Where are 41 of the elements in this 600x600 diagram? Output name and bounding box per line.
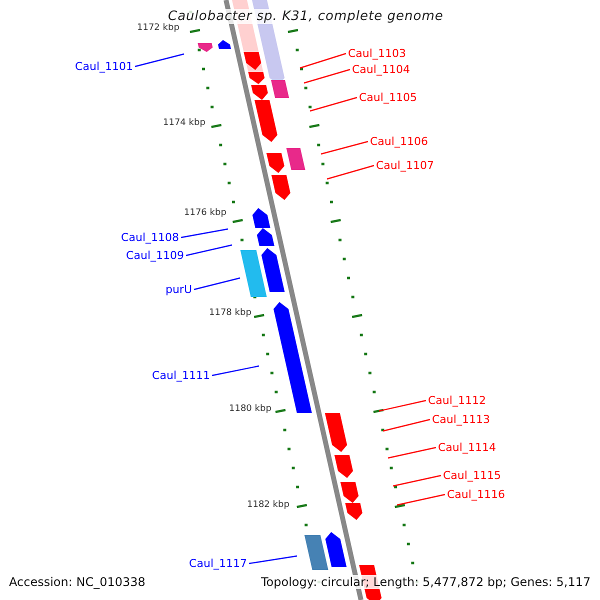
gene-label: purU [165, 283, 192, 296]
leader-line [310, 96, 358, 112]
leader-line [388, 446, 436, 459]
gene-label: Caul_1109 [126, 249, 184, 262]
scale-label: 1176 kbp [184, 208, 226, 219]
leader-line [382, 418, 430, 432]
scale-label: 1180 kbp [229, 404, 272, 415]
gene-label: Caul_1111 [152, 369, 210, 382]
leader-line [320, 140, 368, 155]
leader-line [212, 365, 260, 376]
gene-label: Caul_1116 [447, 488, 505, 501]
leader-line [194, 277, 240, 290]
genome-summary-text: Topology: circular; Length: 5,477,872 bp; Genes: 5,117 [260, 575, 592, 589]
genome-title: Caulobacter sp. K31, complete genome [166, 9, 446, 24]
accession-text: Accession: NC_010338 [8, 575, 146, 589]
scale-label: 1178 kbp [209, 308, 252, 319]
gene-label: Caul_1112 [428, 394, 486, 407]
leader-line [134, 53, 184, 68]
leader-line [392, 474, 442, 487]
scale-label: 1174 kbp [163, 118, 206, 129]
gene-label: Caul_1117 [189, 557, 247, 570]
gene-label: Caul_1105 [359, 91, 417, 104]
gene-label: Caul_1101 [75, 60, 133, 73]
scale-label: 1172 kbp [137, 23, 180, 34]
leader-line [180, 228, 228, 238]
leader-line [248, 555, 298, 564]
gene-label: Caul_1104 [352, 63, 410, 76]
scale-label: 1182 kbp [247, 500, 290, 511]
gene-label: Caul_1106 [370, 135, 428, 148]
leader-line [300, 52, 346, 69]
gene-label: Caul_1107 [376, 159, 434, 172]
gene-label: Caul_1108 [121, 231, 179, 244]
leader-line [326, 164, 374, 180]
leader-line [186, 244, 232, 256]
gene-label: Caul_1115 [443, 469, 501, 482]
leader-line [396, 494, 446, 506]
gene-label: Caul_1114 [438, 441, 496, 454]
leader-line [378, 400, 426, 412]
leader-line [304, 68, 350, 84]
gene-label: Caul_1103 [348, 47, 406, 60]
gene-label: Caul_1113 [432, 413, 490, 426]
